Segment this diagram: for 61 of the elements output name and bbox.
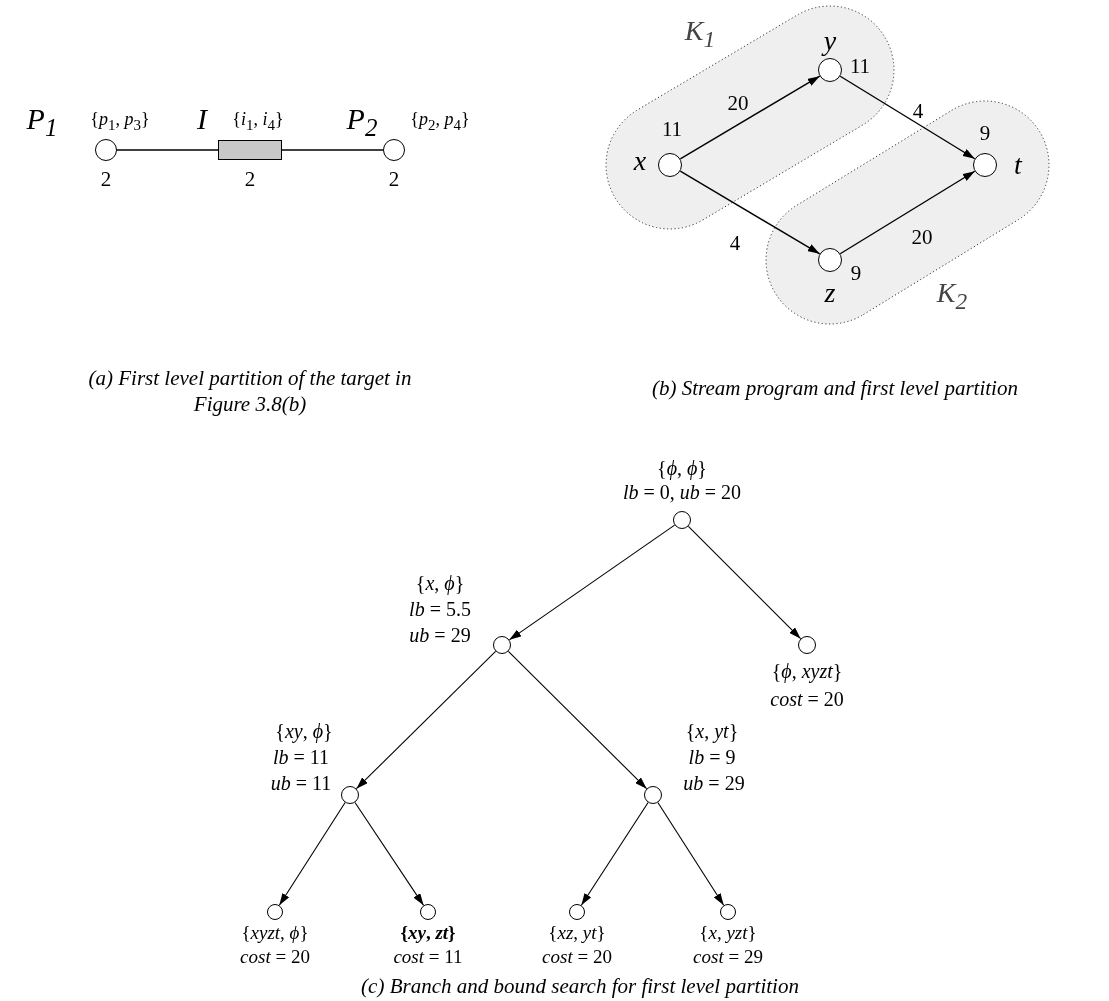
node-label: ub = 29 [409, 624, 471, 646]
value-label: 2 [388, 168, 400, 192]
value-label: 9 [979, 122, 991, 146]
arrow [278, 802, 346, 906]
node-label: cost = 20 [542, 947, 612, 968]
connector-line [281, 149, 384, 151]
node-label: lb = 5.5 [409, 598, 471, 620]
node-label: {xy, zt} [400, 923, 456, 944]
node-label: {x, yt} [685, 720, 739, 742]
node-label: P$_{1}$ [26, 102, 58, 142]
arrow [839, 170, 976, 255]
connector-line [116, 149, 219, 151]
edge-label: 20 [727, 92, 749, 116]
node-label: ub = 29 [683, 772, 745, 794]
node-label: cost = 20 [240, 947, 310, 968]
value-label: {i$_{1}$, i$_{4}$} [232, 110, 284, 134]
arrow [687, 525, 802, 640]
arrow [508, 524, 676, 641]
value-label: 11 [661, 118, 683, 142]
edge-label: 4 [912, 100, 924, 124]
arrow [355, 650, 497, 790]
arrow [657, 802, 725, 906]
value-label: 9 [850, 262, 862, 286]
value-label: 2 [100, 168, 112, 192]
node-label: {x, yzt} [699, 923, 757, 944]
subfigure-caption: (a) First level partition of the target in Figure 3.8(b) [87, 365, 413, 418]
edge-label: 4 [729, 232, 741, 256]
arrow [354, 801, 425, 906]
node-label: {xy, ϕ} [275, 720, 333, 742]
node-label: {xz, yt} [548, 923, 606, 944]
node-label: z [824, 278, 836, 309]
node-label: {xyzt, ϕ} [241, 923, 309, 944]
arrow [839, 75, 976, 160]
node-label: ub = 11 [270, 772, 332, 794]
node-label: lb = 0, ub = 20 [622, 481, 742, 503]
node-label: {x, ϕ} [415, 572, 465, 594]
node-label: lb = 9 [688, 746, 736, 768]
node-label: cost = 29 [693, 947, 763, 968]
value-label: {p$_{1}$, p$_{3}$} [90, 110, 150, 134]
subfigure-caption: (c) Branch and bound search for first level partition [360, 973, 800, 1000]
node-label: t [1014, 150, 1022, 181]
node-label: x [633, 146, 647, 177]
node-label: {ϕ, xyzt} [771, 660, 843, 682]
arrow [679, 170, 821, 255]
subfigure-caption: (b) Stream program and first level partition [651, 375, 1019, 402]
arrow [679, 75, 821, 160]
node-label: I [197, 102, 207, 135]
node-label: cost = 11 [393, 947, 463, 968]
region-label: K$_{1}$ [684, 16, 716, 53]
arrow [507, 650, 648, 790]
node-label: lb = 11 [272, 746, 330, 768]
value-label: {p$_{2}$, p$_{4}$} [410, 110, 470, 134]
edge-label: 20 [911, 226, 933, 250]
node-label: P$_{2}$ [346, 102, 378, 142]
node-label: y [823, 26, 837, 57]
node-label: cost = 20 [770, 688, 844, 710]
arrow [580, 802, 649, 906]
value-label: 2 [244, 168, 256, 192]
region-label: K$_{2}$ [936, 278, 968, 315]
value-label: 11 [849, 55, 871, 79]
node-label: {ϕ, ϕ} [657, 457, 707, 479]
